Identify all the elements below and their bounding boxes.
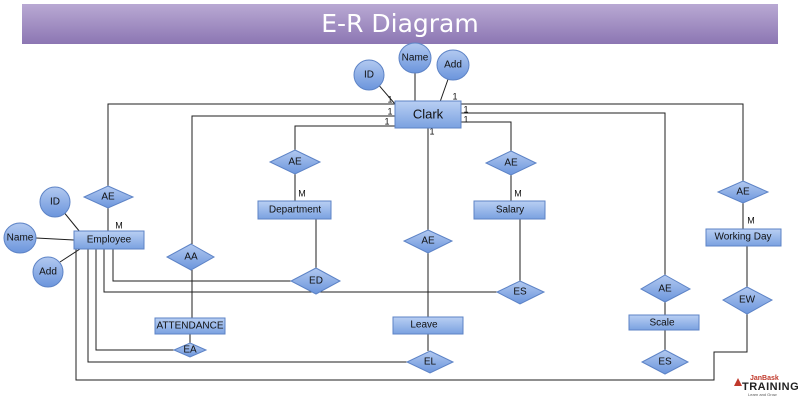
entity-working-day: Working Day <box>705 228 782 247</box>
line-clark-ae-salary <box>461 121 512 151</box>
relationship-ae-scale: AE <box>639 274 692 303</box>
cardinality-m: M <box>298 188 306 198</box>
relationship-ae-leave: AE <box>402 229 454 254</box>
line-employee-ed <box>112 249 291 282</box>
relationship-label: AA <box>184 252 198 263</box>
line-clark-aa <box>191 115 395 244</box>
cardinality-m: M <box>747 215 755 225</box>
janbask-logo: JanBask TRAINING Learn and Grow <box>734 375 800 397</box>
relationship-label: ED <box>309 276 323 287</box>
attribute-label: ID <box>50 197 60 208</box>
entity-label: Leave <box>410 320 438 331</box>
relationship-ae-employee: AE <box>82 185 135 209</box>
line-ew-employee <box>75 249 748 381</box>
entity-label: Scale <box>649 318 674 329</box>
line-clark-ae-scale <box>461 112 666 275</box>
entity-label: ATTENDANCE <box>156 321 223 332</box>
relationship-label: EA <box>183 345 197 356</box>
attribute-clark-add: Add <box>436 49 470 81</box>
entity-leave: Leave <box>392 316 464 335</box>
cardinality-1: 1 <box>429 126 434 136</box>
relationship-label: AE <box>736 187 750 198</box>
line-clark-ae-employee <box>107 103 395 186</box>
entity-employee: Employee <box>73 230 145 250</box>
attribute-employee-id: ID <box>39 186 71 218</box>
logo-tagline: Learn and Grow <box>748 392 777 397</box>
relationship-ew: EW <box>721 286 774 315</box>
cardinality-m: M <box>514 188 522 198</box>
line-employee-el <box>87 249 407 363</box>
relationship-label: ES <box>658 357 672 368</box>
entity-label: Working Day <box>714 232 771 243</box>
entity-salary: Salary <box>473 200 546 220</box>
logo-brand: JanBask <box>750 375 779 382</box>
cardinality-m: M <box>115 220 123 230</box>
entity-label: Employee <box>87 235 132 246</box>
relationship-label: EW <box>739 295 756 306</box>
cardinality-1: 1 <box>387 106 392 116</box>
relationship-ae-department: AE <box>268 149 322 175</box>
logo-wordmark: TRAINING <box>742 381 800 393</box>
cardinality-labels: 1 1 1 1 1 1 1 M M M M <box>115 91 755 230</box>
cardinality-1: 1 <box>384 116 389 126</box>
attribute-employee-name: Name <box>3 222 37 254</box>
relationship-label: ES <box>513 287 527 298</box>
title-banner: E-R Diagram <box>22 4 778 44</box>
relationship-label: AE <box>504 158 518 169</box>
attribute-label: Add <box>444 60 462 71</box>
cardinality-1: 1 <box>452 91 457 101</box>
entity-label: Clark <box>413 106 444 121</box>
entity-clark: Clark <box>394 100 462 129</box>
entity-department: Department <box>257 200 332 220</box>
line-employee-ea <box>95 249 174 351</box>
line-employee-name <box>35 237 75 241</box>
line-employee-es <box>103 249 497 293</box>
logo-mark-icon <box>734 378 742 386</box>
cardinality-1: 1 <box>463 114 468 124</box>
entity-label: Department <box>269 205 321 216</box>
attribute-employee-add: Add <box>32 256 64 288</box>
entity-label: Salary <box>496 205 524 216</box>
attribute-label: Name <box>7 233 34 244</box>
line-clark-ae-working-day <box>461 103 744 181</box>
entity-attendance: ATTENDANCE <box>154 317 226 335</box>
relationship-es-salary: ES <box>495 280 546 305</box>
relationship-label: AE <box>288 157 302 168</box>
line-employee-add <box>59 248 81 263</box>
relationship-label: AE <box>101 192 115 203</box>
attribute-label: Name <box>402 53 429 64</box>
attribute-clark-name: Name <box>398 42 432 74</box>
relationship-label: EL <box>424 357 437 368</box>
relationship-ae-working-day: AE <box>716 180 770 204</box>
relationship-ed: ED <box>289 267 342 295</box>
cardinality-1: 1 <box>463 104 468 114</box>
cardinality-1: 1 <box>387 94 392 104</box>
line-clark-ae-department <box>294 125 395 150</box>
relationship-label: AE <box>658 284 672 295</box>
relationship-ae-salary: AE <box>484 150 538 176</box>
entity-scale: Scale <box>628 314 700 331</box>
attribute-label: Add <box>39 267 57 278</box>
diagram-title: E-R Diagram <box>321 9 479 38</box>
relationship-el: EL <box>405 350 455 374</box>
relationship-es-scale: ES <box>640 349 690 375</box>
connector-lines <box>35 67 748 381</box>
relationship-ea: EA <box>172 342 208 358</box>
attribute-label: ID <box>364 70 374 81</box>
relationship-label: AE <box>421 236 435 247</box>
relationship-aa: AA <box>165 243 216 271</box>
attribute-clark-id: ID <box>353 59 385 91</box>
